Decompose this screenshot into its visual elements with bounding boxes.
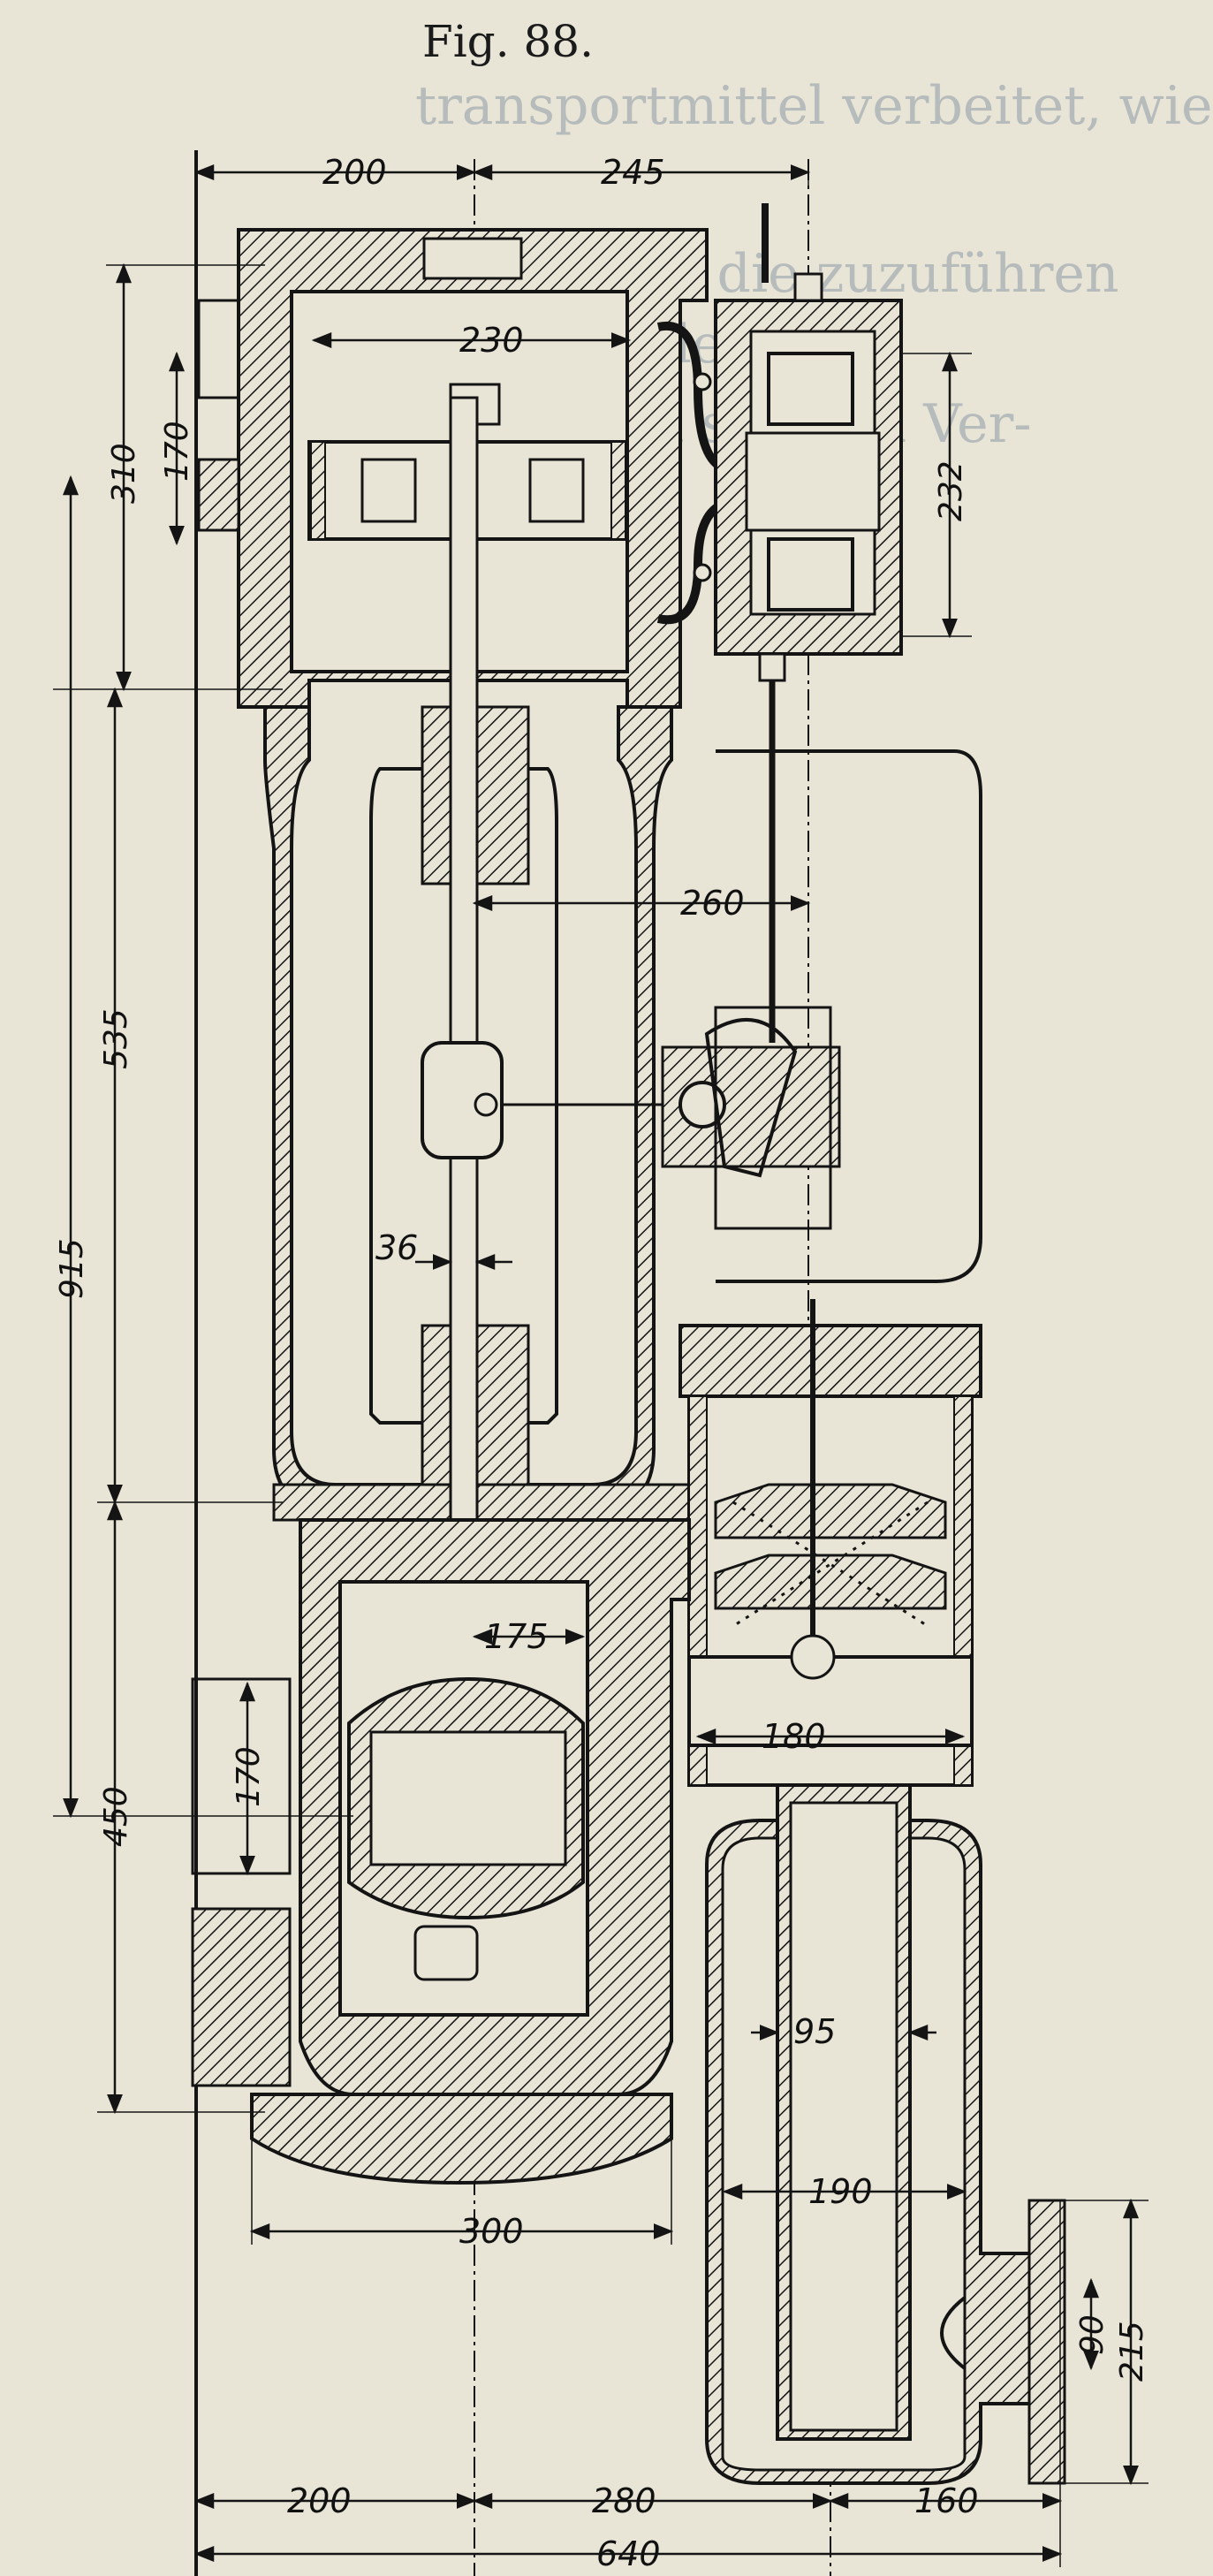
dim-bottom-right: 160 [914, 2481, 979, 2520]
pump-valve-box [679, 1299, 982, 1787]
dim-plunger-diameter: 95 [793, 2012, 836, 2051]
dim-overall-width: 640 [596, 2534, 661, 2573]
dim-upper-port-width: 170 [159, 421, 195, 482]
figure-title: Fig. 88. [422, 16, 594, 67]
dim-steam-cylinder-bore: 230 [459, 321, 524, 360]
dim-air-vessel-diameter: 190 [808, 2172, 873, 2211]
dim-pump-cylinder-bore: 175 [484, 1617, 549, 1656]
dim-top-left-width: 200 [322, 153, 387, 192]
dim-valve-chest-height: 232 [933, 460, 969, 521]
dim-frame-height: 535 [98, 1008, 134, 1069]
dim-frame-width: 260 [680, 884, 745, 923]
outlet-flange [1027, 2199, 1066, 2485]
dim-pump-valve-width: 180 [762, 1717, 826, 1756]
svg-text:transportmittel verbeitet, wie: transportmittel verbeitet, wie Fig. [415, 75, 1213, 137]
dim-bottom-middle: 280 [592, 2481, 656, 2520]
valve-chest [693, 203, 903, 1043]
dimension-labels: 200 245 230 232 310 170 260 535 915 36 1… [54, 153, 1150, 2573]
air-vessel [705, 1783, 1066, 2485]
dim-pump-port-width: 170 [231, 1746, 267, 1807]
dim-total-height: 915 [54, 1238, 90, 1299]
dim-bottom-left: 200 [287, 2481, 352, 2520]
crosshead [421, 749, 982, 1283]
dim-rod-diameter: 36 [375, 1228, 418, 1267]
dim-pump-height: 450 [98, 1786, 134, 1847]
dim-base-width: 300 [459, 2212, 524, 2251]
dim-top-right-width: 245 [601, 153, 665, 192]
dim-outlet-bore: 90 [1074, 2314, 1111, 2355]
pump-cylinder [191, 1518, 691, 2185]
dim-steam-cylinder-height: 310 [106, 443, 142, 504]
dimension-lines [53, 159, 1149, 2567]
dim-outlet-height: 215 [1114, 2321, 1150, 2382]
